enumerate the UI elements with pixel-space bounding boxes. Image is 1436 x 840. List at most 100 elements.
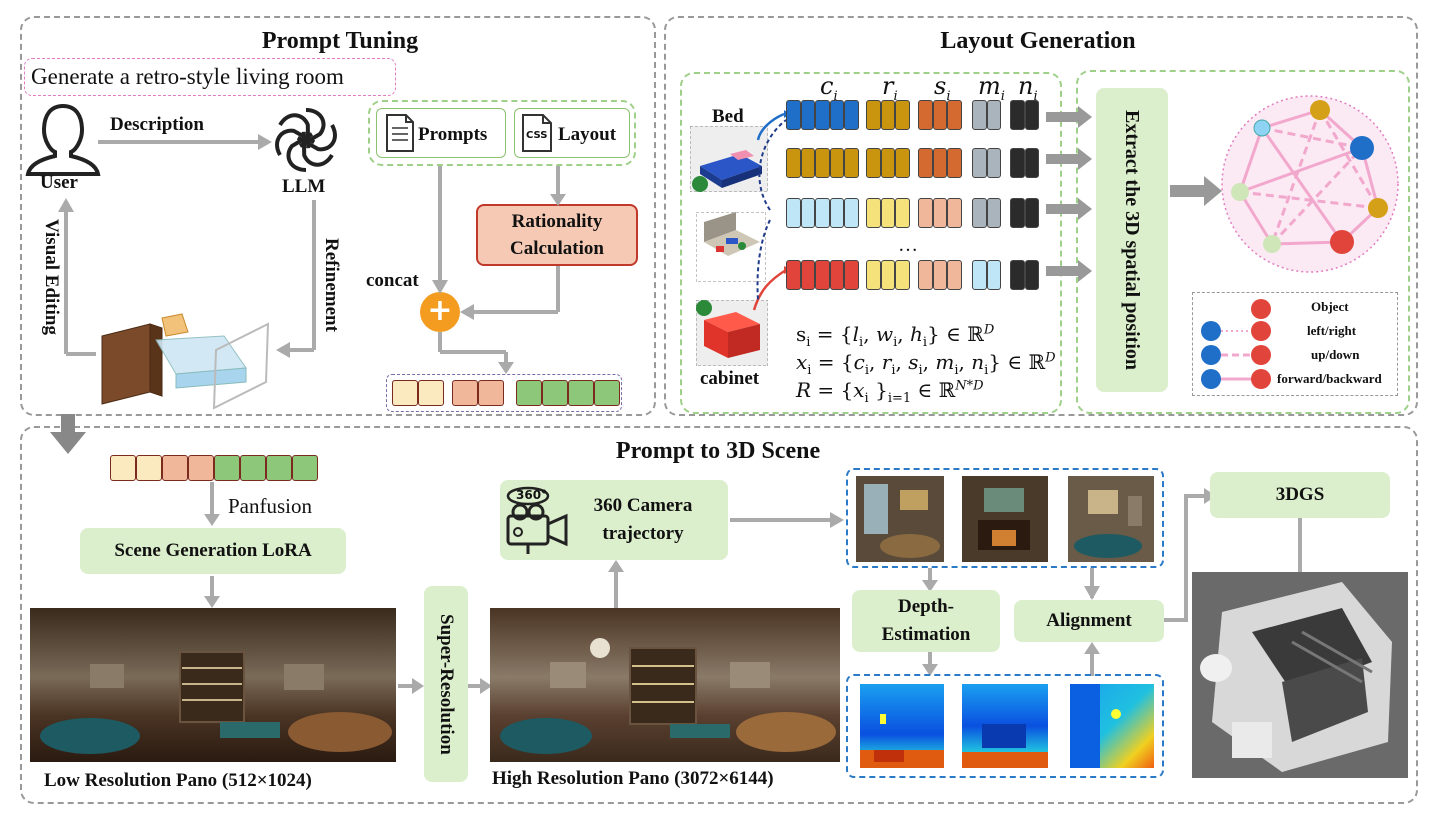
layout-label: Layout xyxy=(558,124,617,145)
vector-cell xyxy=(844,198,859,228)
camera-360-icon xyxy=(506,486,568,554)
vector-cell xyxy=(866,100,881,130)
view-2-image xyxy=(962,476,1048,562)
extract-3d-box: Extract the 3D spatial position xyxy=(1096,88,1168,392)
rationality-label: Rationality Calculation xyxy=(510,211,604,259)
col-header-n: ni xyxy=(1018,72,1038,104)
vector-cell xyxy=(1024,260,1039,290)
super-resolution-label: Super-Resolution xyxy=(436,613,457,755)
vector-cell xyxy=(880,198,895,228)
vector-cell xyxy=(986,260,1001,290)
vector-cell xyxy=(866,260,881,290)
prompt-to-3d-panel xyxy=(20,426,1418,804)
user-icon xyxy=(25,103,101,176)
vector-cell xyxy=(1010,148,1025,178)
token-cell xyxy=(392,380,418,406)
layout-box xyxy=(514,108,630,158)
visual-editing-label: Visual Editing xyxy=(41,219,62,335)
equation-r: R = {xi }i=1 ∈ ℝN*D xyxy=(796,378,984,406)
view-1-image xyxy=(856,476,944,562)
depth-estimation-label: Depth-Estimation xyxy=(881,596,971,645)
room-thumbnail xyxy=(696,212,766,282)
camera-trajectory-label: 360 Camera trajectory xyxy=(593,495,693,544)
token-cell xyxy=(478,380,504,406)
vector-cell xyxy=(815,100,830,130)
vector-cell xyxy=(1024,148,1039,178)
low-res-pano-image xyxy=(30,608,396,762)
vector-cell xyxy=(947,260,962,290)
vector-cell xyxy=(972,148,987,178)
col-header-s: si xyxy=(934,72,951,104)
vector-cell xyxy=(986,198,1001,228)
description-label: Description xyxy=(110,114,204,135)
concat-label: concat xyxy=(366,270,419,291)
prompts-label: Prompts xyxy=(418,124,488,145)
vector-cell xyxy=(815,260,830,290)
equation-s: si = {li, wi, hi} ∈ ℝD xyxy=(796,322,995,350)
3dgs-down-connector xyxy=(1298,518,1302,574)
sr-to-high-arrow xyxy=(468,678,492,694)
prompt-to-3d-title: Prompt to 3D Scene xyxy=(615,438,821,464)
low-to-sr-arrow xyxy=(398,678,424,694)
vector-cell xyxy=(918,260,933,290)
bed-label: Bed xyxy=(712,106,744,127)
extract-arrow xyxy=(1170,176,1222,206)
scene-lora-label: Scene Generation LoRA xyxy=(114,540,312,561)
prompt-bubble-text: Generate a retro-style living room xyxy=(31,64,344,89)
legend-up-down: up/down xyxy=(1311,347,1360,362)
llm-label: LLM xyxy=(282,176,326,197)
depth-map-3 xyxy=(1070,684,1154,768)
vector-cell xyxy=(932,148,947,178)
vector-cell xyxy=(918,198,933,228)
3dgs-label: 3DGS xyxy=(1275,484,1325,505)
prompt-tuning-panel xyxy=(20,16,656,416)
token-cell xyxy=(240,455,266,481)
cabinet-label: cabinet xyxy=(700,368,760,389)
high-to-camera-arrow xyxy=(608,560,624,608)
vector-cell xyxy=(815,148,830,178)
token-cell xyxy=(568,380,594,406)
token-cell xyxy=(542,380,568,406)
token-cell xyxy=(110,455,136,481)
token-cell xyxy=(292,455,318,481)
vector-cell xyxy=(986,100,1001,130)
vector-cell xyxy=(844,260,859,290)
vector-cell xyxy=(800,260,815,290)
vector-cell xyxy=(866,198,881,228)
prompt-bubble: Generate a retro-style living room xyxy=(24,58,396,96)
vector-cell xyxy=(986,148,1001,178)
3dgs-box: 3DGS xyxy=(1210,472,1390,518)
3dgs-render-image xyxy=(1192,572,1408,778)
token-cell xyxy=(452,380,478,406)
concat-plus-icon: + xyxy=(420,292,460,332)
vector-cell xyxy=(895,100,910,130)
vector-cell xyxy=(932,100,947,130)
vector-cell xyxy=(866,148,881,178)
vector-cell xyxy=(895,198,910,228)
rows-ellipsis: … xyxy=(898,234,918,256)
llm-icon xyxy=(275,108,337,172)
vector-cell xyxy=(1010,198,1025,228)
plus-symbol: + xyxy=(427,293,453,328)
spatial-graph xyxy=(1221,95,1399,273)
views-to-alignment-arrow xyxy=(1084,568,1100,600)
vector-cell xyxy=(844,148,859,178)
equation-x: xi = {ci, ri, si, mi, ni} ∈ ℝD xyxy=(796,350,1056,378)
room-layout-sketch xyxy=(101,313,270,410)
vector-cell xyxy=(844,100,859,130)
vector-cell xyxy=(815,198,830,228)
vector-cell xyxy=(1024,100,1039,130)
document-icon xyxy=(386,114,414,152)
vector-cell xyxy=(918,100,933,130)
vector-cell xyxy=(880,260,895,290)
prompts-box xyxy=(376,108,506,158)
views-to-depth-arrow xyxy=(922,568,938,592)
vector-cell xyxy=(1024,198,1039,228)
col-header-r: ri xyxy=(882,72,898,104)
depth-maps-group xyxy=(846,674,1164,778)
super-resolution-box: Super-Resolution xyxy=(424,586,468,782)
user-label: User xyxy=(40,172,78,193)
views-group xyxy=(846,468,1164,568)
token-strip-group xyxy=(386,374,622,412)
layout-generation-title: Layout Generation xyxy=(940,28,1136,54)
